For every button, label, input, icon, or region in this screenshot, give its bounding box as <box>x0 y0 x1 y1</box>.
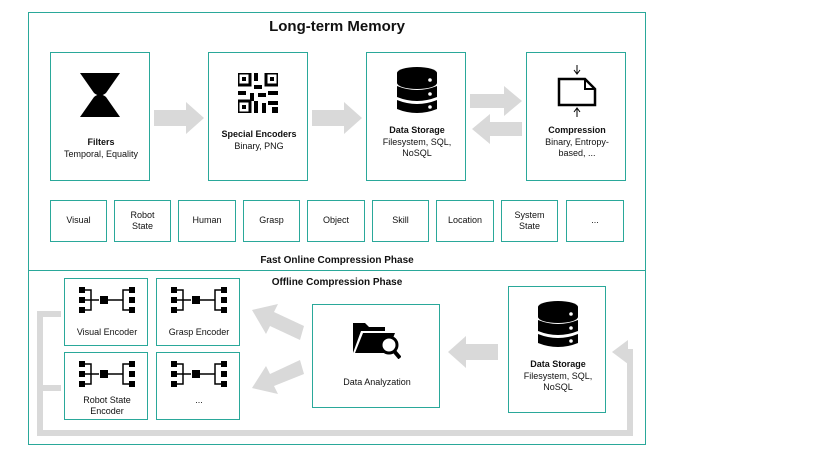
network-encoder-icon <box>79 361 135 387</box>
compression-block: Compression Binary, Entropy-based, ... <box>526 52 626 181</box>
category-more: ... <box>566 200 624 242</box>
filters-subtitle: Temporal, Equality <box>63 149 139 159</box>
network-encoder-icon <box>171 287 227 313</box>
page-title: Long-term Memory <box>269 18 405 35</box>
category-object: Object <box>307 200 365 242</box>
arrow-compression-to-storage <box>472 114 522 144</box>
arrow-analyzer-to-encoders-bottom <box>252 360 304 394</box>
qr-code-icon <box>238 73 278 113</box>
category-robot-state: Robot State <box>114 200 171 242</box>
category-location: Location <box>436 200 494 242</box>
data-analyzation-label: Data Analyzation <box>343 377 411 387</box>
category-grasp: Grasp <box>243 200 300 242</box>
special-encoders-block: Special Encoders Binary, PNG <box>208 52 308 181</box>
filters-title: Filters <box>87 137 115 147</box>
network-encoder-icon <box>171 361 227 387</box>
special-encoders-title: Special Encoders <box>221 129 297 139</box>
encoder-visual-label: Visual Encoder <box>76 327 138 337</box>
encoder-robot-state-label: Robot State Encoder <box>83 395 131 417</box>
hourglass-icon <box>80 73 120 117</box>
encoder-grasp: Grasp Encoder <box>156 278 240 346</box>
database-icon <box>397 67 437 113</box>
category-system-state: System State <box>501 200 558 242</box>
encoder-robot-state: Robot State Encoder <box>64 352 148 420</box>
encoder-more: ... <box>156 352 240 420</box>
encoder-visual: Visual Encoder <box>64 278 148 346</box>
category-human: Human <box>178 200 236 242</box>
network-encoder-icon <box>79 287 135 313</box>
compression-subtitle: Binary, Entropy-based, ... <box>545 137 609 159</box>
feedback-loop-line <box>37 311 61 391</box>
category-skill: Skill <box>372 200 429 242</box>
compression-file-icon <box>557 65 597 117</box>
data-storage-title: Data Storage <box>389 125 445 135</box>
encoder-more-label: ... <box>195 395 203 405</box>
special-encoders-subtitle: Binary, PNG <box>234 141 284 151</box>
data-analyzation-block: Data Analyzation <box>312 304 440 408</box>
arrow-filters-to-encoders <box>154 102 204 134</box>
encoder-grasp-label: Grasp Encoder <box>168 327 230 337</box>
offline-data-storage-subtitle: Filesystem, SQL, NoSQL <box>523 371 593 393</box>
arrow-storage-to-compression <box>470 86 522 116</box>
data-storage-block: Data Storage Filesystem, SQL, NoSQL <box>366 52 466 181</box>
offline-data-storage-title: Data Storage <box>530 359 586 369</box>
feedback-loop-arrowhead <box>612 340 628 364</box>
offline-phase-label: Offline Compression Phase <box>271 277 403 288</box>
arrow-storage-to-analyzer <box>448 336 498 368</box>
arrow-analyzer-to-encoders-top <box>252 304 304 340</box>
online-phase-label: Fast Online Compression Phase <box>260 255 414 266</box>
compression-title: Compression <box>548 125 606 135</box>
filters-block: Filters Temporal, Equality <box>50 52 150 181</box>
folder-search-icon <box>353 323 401 359</box>
phase-divider <box>28 270 646 272</box>
arrow-encoders-to-storage <box>312 102 362 134</box>
data-storage-subtitle: Filesystem, SQL, NoSQL <box>382 137 452 159</box>
offline-data-storage-block: Data Storage Filesystem, SQL, NoSQL <box>508 286 606 413</box>
database-icon <box>538 301 578 347</box>
category-visual: Visual <box>50 200 107 242</box>
